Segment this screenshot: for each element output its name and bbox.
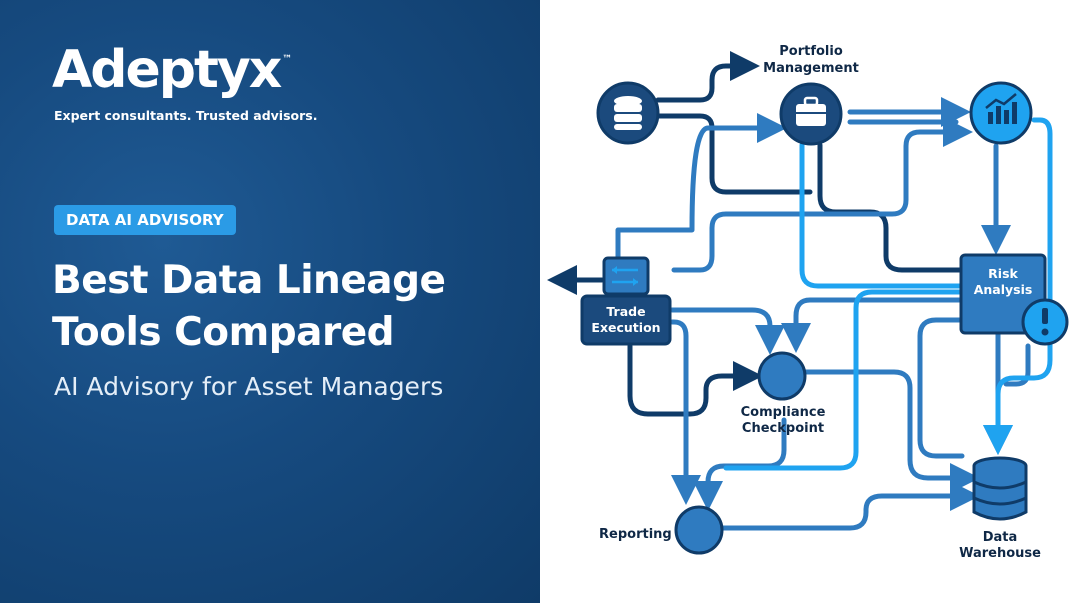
database-icon: [614, 96, 642, 130]
brand-name: Adeptyx: [52, 40, 282, 100]
warehouse-label-line-1: Data: [983, 530, 1018, 545]
risk-label-line-2: Analysis: [974, 282, 1033, 297]
reporting-label: Reporting: [599, 527, 672, 542]
diagram-canvas: Portfolio Management Trade: [547, 44, 1069, 561]
flow-trade-to-portfolio: [615, 113, 787, 261]
briefcase-icon: [796, 96, 826, 126]
portfolio-label-line-1: Portfolio: [779, 44, 843, 59]
page-title-line-2: Tools Compared: [52, 310, 395, 355]
flow-trade-right-to-chart: [671, 117, 973, 273]
risk-label-line-1: Risk: [988, 266, 1018, 281]
risk-analysis-node: Risk Analysis: [959, 253, 1069, 346]
flow-portfolio-to-risk-light: [799, 142, 963, 289]
data-warehouse-node: Data Warehouse: [959, 456, 1041, 561]
database-icon: [972, 456, 1028, 521]
page-title: Best Data Lineage Tools Compared: [52, 255, 522, 359]
flow-risk-to-compliance: [781, 297, 963, 353]
analytics-chart-node: [969, 81, 1033, 145]
flow-portfolio-to-risk: [817, 142, 963, 273]
trade-execution-node: Trade Execution: [580, 256, 672, 346]
trade-label-line-1: Trade: [606, 304, 645, 319]
flow-risk-to-reporting-light: [723, 289, 963, 471]
reporting-node: Reporting: [599, 505, 724, 555]
flow-trade-to-compliance: [627, 343, 763, 417]
alert-icon: [1021, 298, 1069, 346]
compliance-label-line-2: Checkpoint: [742, 421, 824, 436]
flow-risk-branch: [917, 317, 965, 459]
page-title-line-1: Best Data Lineage: [52, 258, 446, 303]
source-database-node: [596, 81, 660, 145]
flow-chart-right-down: [983, 117, 1053, 455]
flow-source-to-portfolio: [655, 51, 760, 103]
flow-reporting-to-warehouse: [719, 481, 980, 531]
portfolio-label-line-2: Management: [763, 61, 859, 76]
brand-trademark: ™: [282, 54, 293, 65]
chart-icon: [985, 93, 1017, 124]
portfolio-management-node: Portfolio Management: [763, 44, 859, 146]
trade-label-line-2: Execution: [591, 320, 660, 335]
category-badge: DATA AI ADVISORY: [54, 205, 236, 235]
brand-tagline: Expert consultants. Trusted advisors.: [54, 108, 318, 123]
flow-trade-to-compliance-mid: [669, 307, 785, 355]
warehouse-label-line-2: Warehouse: [959, 546, 1041, 561]
data-lineage-diagram: Portfolio Management Trade: [540, 0, 1080, 603]
page-subtitle: AI Advisory for Asset Managers: [54, 372, 444, 401]
transfer-arrows-icon: [612, 266, 638, 286]
compliance-checkpoint-node: Compliance Checkpoint: [741, 351, 826, 436]
flow-risk-to-warehouse-right: [1003, 343, 1031, 387]
compliance-label-line-1: Compliance: [741, 405, 826, 420]
flow-trade-to-reporting: [669, 319, 701, 505]
flow-compliance-to-warehouse: [803, 369, 980, 493]
flow-source-down: [655, 113, 813, 195]
